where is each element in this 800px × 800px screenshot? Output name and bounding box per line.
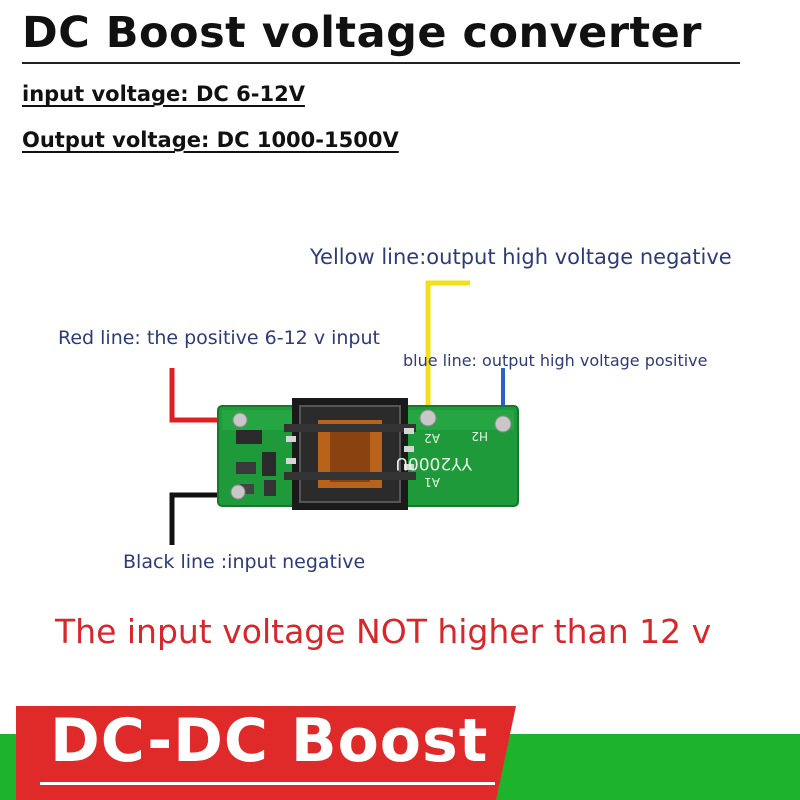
banner-underline [40,782,495,785]
smd-component [262,452,276,476]
solder-pad [494,415,512,433]
black-line-label: Black line :input negative [123,551,366,573]
solder-pad [232,412,248,428]
red-line-label: Red line: the positive 6-12 v input [58,327,380,349]
transformer-pin [286,436,296,442]
pad-label-h2: H2 [471,429,488,443]
smd-component [236,462,256,474]
transformer-pin [404,446,414,452]
input-voltage-warning: The input voltage NOT higher than 12 v [55,612,712,651]
black-wire [169,492,236,545]
banner-title: DC-DC Boost [50,706,489,776]
solder-pad [419,409,437,427]
transformer-pin [404,428,414,434]
page-title: DC Boost voltage converter [22,8,702,58]
smd-component [264,480,276,496]
yellow-wire [425,280,470,415]
pad-label-a2: A2 [424,431,440,445]
board-model-label: YY2000U [396,453,473,473]
solder-pad [230,484,246,500]
transformer-pin [286,458,296,464]
pad-label-a1: A1 [424,475,440,489]
transformer-bar [284,424,416,432]
transformer-bar [284,472,416,480]
title-underline [22,62,740,64]
input-voltage-spec: input voltage: DC 6-12V [22,82,305,106]
smd-component [240,484,254,494]
transformer-pin [404,464,414,470]
yellow-line-label: Yellow line:output high voltage negative [310,245,732,269]
blue-line-label: blue line: output high voltage positive [403,351,708,370]
output-voltage-spec: Output voltage: DC 1000-1500V [22,128,399,152]
smd-component [236,430,262,444]
